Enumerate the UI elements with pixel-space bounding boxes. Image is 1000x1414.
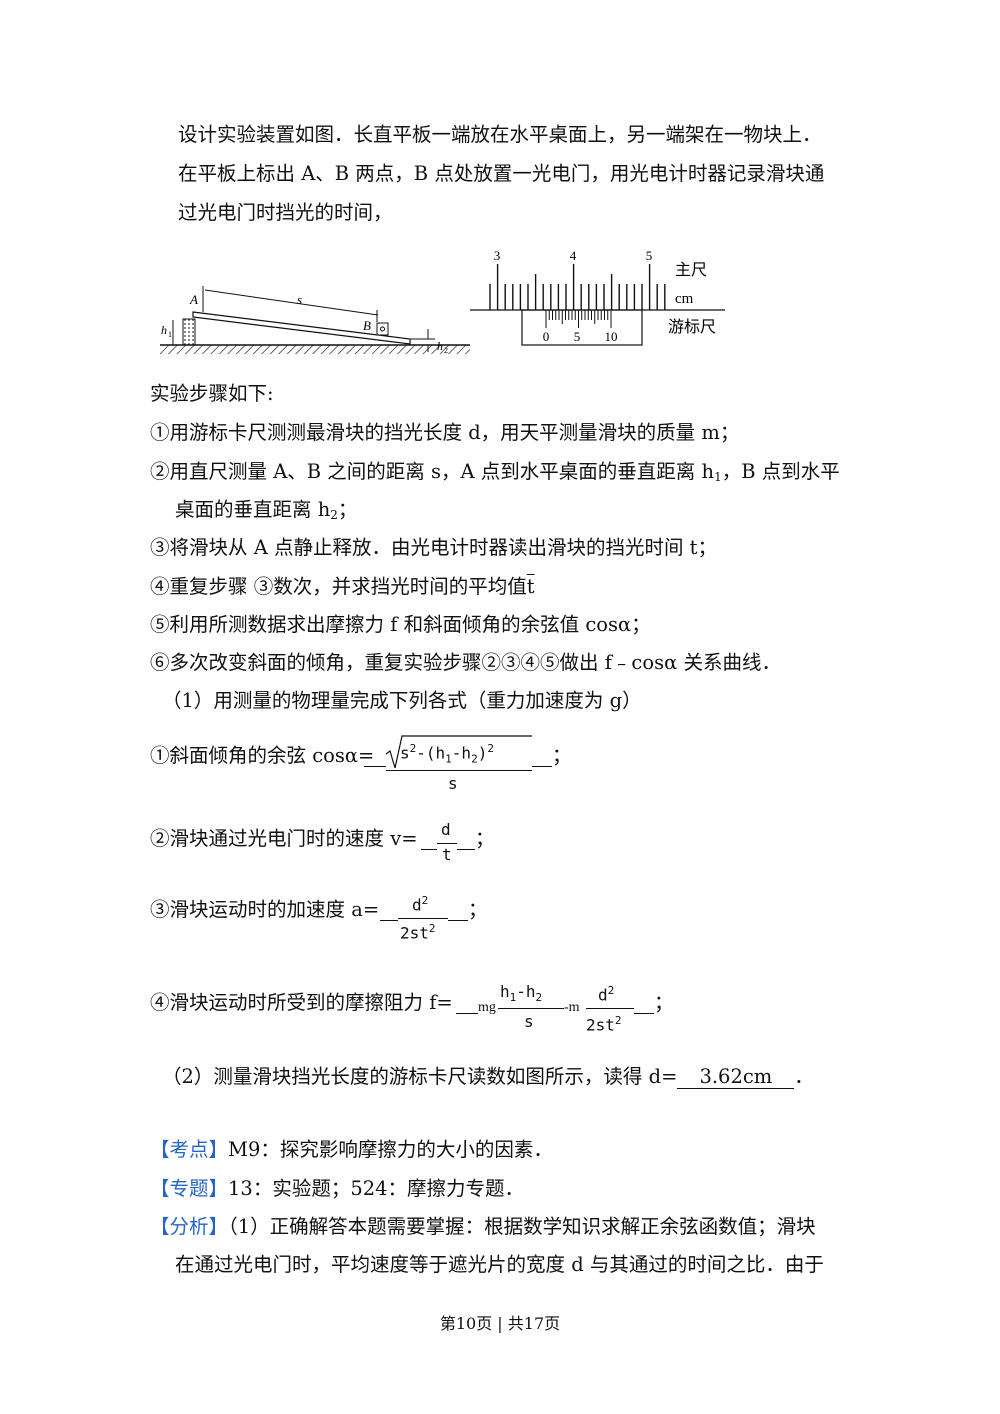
incline-board xyxy=(192,311,411,345)
eq4-mg: mg xyxy=(478,1000,496,1015)
eq2-label: ②滑块通过光电门时的速度 v= xyxy=(150,827,418,850)
step-4: ④重复步骤 ③数次，并求挡光时间的平均值t xyxy=(150,575,535,598)
intro-line-1: 设计实验装置如图．长直平板一端放在水平桌面上，另一端架在一物块上． xyxy=(178,123,822,146)
eq4-numerator-1: h1-h2 xyxy=(500,982,543,1005)
eq1-end: ； xyxy=(552,744,572,767)
eq4-end: ； xyxy=(654,991,674,1014)
eq3-end: ； xyxy=(468,898,488,921)
vernier-tick-label-0: 0 xyxy=(543,329,550,344)
eq4-denominator-2: 2st2 xyxy=(586,1014,622,1035)
intro-line-2: 在平板上标出 A、B 两点，B 点处放置一光电门，用光电计时器记录滑块通 xyxy=(178,162,825,185)
eq3-label: ③滑块运动时的加速度 a= xyxy=(150,898,380,921)
ground-hatch xyxy=(160,345,470,354)
eq3-denominator: 2st2 xyxy=(400,922,436,943)
label-a: A xyxy=(189,292,198,307)
steps-title: 实验步骤如下: xyxy=(150,382,274,405)
eq2-end: ； xyxy=(475,827,495,850)
step-2: ②用直尺测量 A、B 之间的距离 s，A 点到水平桌面的垂直距离 h1，B 点到… xyxy=(150,460,840,484)
fenxi: 【分析】（1）正确解答本题需要掌握：根据数学知识求解正余弦函数值；滑块 xyxy=(150,1215,816,1238)
vernier-scale-label: 游标尺 xyxy=(668,317,716,336)
label-h1: h xyxy=(161,323,167,337)
unit-label: cm xyxy=(675,291,694,307)
eq1-label: ①斜面倾角的余弦 cosα= xyxy=(150,744,375,767)
step-6: ⑥多次改变斜面的倾角，重复实验步骤②③④⑤做出 f﹣cosα 关系曲线． xyxy=(150,651,781,674)
vernier-scale-ticks xyxy=(545,310,612,328)
eq3-numerator: d2 xyxy=(412,894,429,915)
label-h2: h xyxy=(437,339,443,353)
fenxi-cont: 在通过光电门时，平均速度等于遮光片的宽度 d 与其通过的时间之比．由于 xyxy=(175,1253,824,1276)
s-dimension-line xyxy=(204,289,379,316)
main-tick-label-3: 3 xyxy=(494,248,501,263)
eq4-label: ④滑块运动时所受到的摩擦阻力 f= xyxy=(150,991,453,1014)
eq4-denominator-1: s xyxy=(524,1012,534,1031)
incline-figure: A s B h 1 h 2 xyxy=(160,286,470,355)
photogate-eye xyxy=(380,326,385,332)
eq1-denominator: s xyxy=(448,774,458,793)
intro-line-3: 过光电门时挡光的时间， xyxy=(178,201,393,224)
t-bar: t xyxy=(526,575,535,598)
step-5: ⑤利用所测数据求出摩擦力 f 和斜面倾角的余弦值 cosα； xyxy=(150,613,651,636)
main-scale-label: 主尺 xyxy=(675,260,707,279)
step-3: ③将滑块从 A 点静止释放．由光电计时器读出滑块的挡光时间 t； xyxy=(150,536,718,559)
kaodian-tag: 【考点】 xyxy=(150,1138,229,1161)
sqrt-sign xyxy=(385,735,532,769)
answer-d: 3.62cm xyxy=(677,1066,795,1089)
eq4-minus-m: -m xyxy=(564,1000,580,1015)
zhuanti-tag: 【专题】 xyxy=(150,1177,229,1200)
support-block xyxy=(182,318,196,346)
eq1-numerator: s2-(h1-h2)2 xyxy=(400,742,494,766)
label-h1-sub: 1 xyxy=(168,330,172,339)
main-tick-label-5: 5 xyxy=(646,248,653,263)
label-h2-sub: 2 xyxy=(444,346,448,355)
fenxi-tag: 【分析】 xyxy=(150,1215,229,1238)
eq2-denominator: t xyxy=(442,845,452,864)
page-footer: 第10页 | 共17页 xyxy=(439,1314,561,1333)
main-scale-ticks xyxy=(489,264,666,310)
eq2-numerator: d xyxy=(441,820,451,839)
vernier-tick-label-10: 10 xyxy=(605,329,618,344)
kaodian: 【考点】M9：探究影响摩擦力的大小的因素． xyxy=(150,1138,553,1161)
main-tick-label-4: 4 xyxy=(570,248,577,263)
label-b: B xyxy=(363,318,371,333)
photogate xyxy=(376,322,389,336)
label-s: s xyxy=(297,292,302,307)
question-2: （2）测量滑块挡光长度的游标卡尺读数如图所示，读得 d=3.62cm． xyxy=(162,1065,814,1089)
vernier-figure: 3 4 5 0 5 10 主尺 cm 游标尺 xyxy=(470,248,725,346)
vernier-tick-label-5: 5 xyxy=(574,329,581,344)
step-1: ①用游标卡尺测测最滑块的挡光长度 d，用天平测量滑块的质量 m； xyxy=(150,421,740,444)
question-1: （1）用测量的物理量完成下列各式（重力加速度为 g） xyxy=(162,689,642,712)
step-2-cont: 桌面的垂直距离 h2； xyxy=(175,498,358,522)
eq4-numerator-2: d2 xyxy=(598,984,615,1005)
zhuanti: 【专题】13：实验题；524：摩擦力专题． xyxy=(150,1177,525,1200)
